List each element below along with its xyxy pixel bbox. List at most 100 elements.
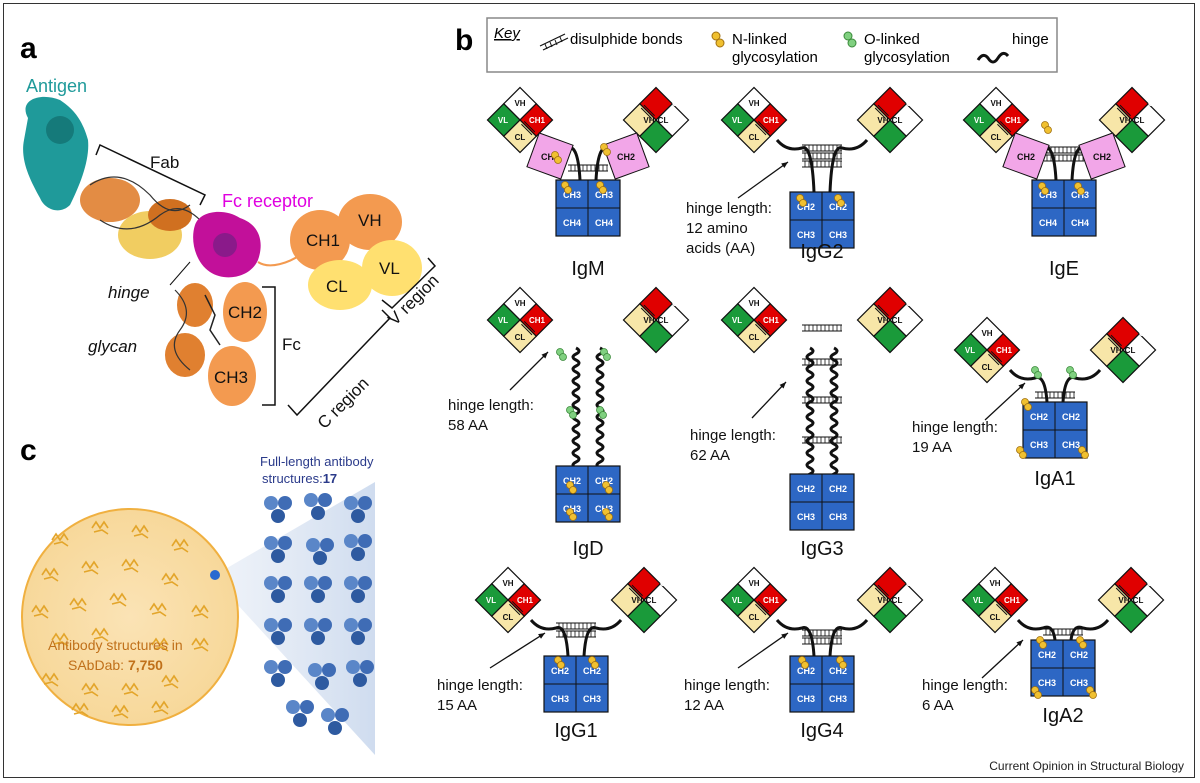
cl-domain	[490, 599, 526, 634]
fab-label: Fab	[150, 153, 179, 172]
domain-label: CH3	[797, 512, 815, 522]
hinge-length-label: hinge length:	[686, 200, 772, 217]
antibody-structure-icon	[91, 627, 109, 642]
domain-label: VH	[1118, 596, 1129, 605]
antibody-structure-icon	[71, 702, 89, 717]
antibody-structure-icon	[161, 572, 179, 587]
domain-label: CH3	[829, 230, 847, 240]
domain-label: VH	[877, 596, 888, 605]
full-length-structure-icon	[264, 496, 292, 523]
igm-diagram: VHCH1VLCLVHCH1VLCLCH2CH2CH3CH3CH4CH4IgM	[486, 86, 690, 280]
disulphide-bond	[1107, 337, 1120, 349]
key-title: Key	[494, 25, 521, 42]
hinge-length-label: hinge length:	[448, 397, 534, 414]
sabdab-circle	[21, 508, 239, 726]
domain-label: VH	[981, 329, 992, 338]
schematic-fc: CH2 CH3	[208, 282, 267, 406]
fc-structure	[165, 283, 221, 377]
antibody-structure-icon	[151, 637, 169, 652]
domain-label: CH3	[1071, 190, 1089, 200]
hinge-length-label: 6 AA	[922, 697, 954, 714]
domain-label: CL	[646, 596, 657, 605]
domain-label: CH2	[551, 666, 569, 676]
hinge-length-label: 12 AA	[684, 697, 724, 714]
ch2-label-a: CH2	[228, 303, 262, 322]
cl-domain	[610, 582, 645, 618]
hinge-segment	[805, 346, 815, 482]
disulphide-key-icon	[539, 33, 569, 51]
full-length-count: 17	[323, 471, 337, 486]
domain-label: CH1	[660, 579, 677, 588]
sabdab-label-1: Antibody structures in	[48, 637, 183, 653]
key-hinge: hinge	[1012, 31, 1049, 48]
domain-label: VL	[1094, 363, 1104, 372]
antibody-structure-icon	[81, 560, 99, 575]
full-length-label-1: Full-length antibody	[260, 454, 374, 469]
domain-label: VH	[990, 99, 1001, 108]
igd-name: IgD	[572, 538, 603, 560]
domain-label: CL	[515, 333, 526, 342]
hinge-segment	[529, 618, 570, 657]
domain-label: CH2	[541, 152, 559, 162]
antibody-structure-icon	[91, 520, 109, 535]
domain-label: CH2	[797, 484, 815, 494]
pointer-arrow	[509, 351, 549, 391]
antibody-structure-icon	[69, 597, 87, 612]
domain-label: VL	[861, 613, 871, 622]
domain-label: VH	[631, 596, 642, 605]
antibody-structure-icon	[131, 524, 149, 539]
sabdab-label-2: SAbDab: 7,750	[68, 657, 163, 673]
disulphide-bond	[640, 107, 653, 119]
domain-label: CH3	[1038, 678, 1056, 688]
cl-domain	[502, 319, 538, 354]
o-glycan-key-icon	[843, 31, 857, 48]
domain-label: CH1	[906, 99, 923, 108]
full-length-label-2: structures:17	[262, 471, 337, 486]
domain-label: VL	[732, 116, 742, 125]
disulphide-bond	[1116, 107, 1129, 119]
full-length-structure-icon	[346, 660, 374, 687]
cl-domain	[969, 349, 1005, 384]
domain-label: CH1	[517, 596, 534, 605]
domain-label: VL	[861, 333, 871, 342]
c-region-bracket	[287, 309, 392, 417]
domain-label: CH3	[551, 694, 569, 704]
panel-letter-a: a	[20, 32, 37, 65]
fc-label: Fc	[282, 335, 301, 354]
pointer-arrow	[751, 381, 787, 419]
domain-label: CH1	[672, 99, 689, 108]
cl-domain	[856, 582, 891, 618]
cl-domain	[736, 119, 772, 154]
antibody-structure-icon	[51, 532, 69, 547]
domain-label: CH3	[829, 694, 847, 704]
antibody-structure-icon	[171, 538, 189, 553]
fab-structure	[80, 176, 201, 259]
hinge-length-label: hinge length:	[684, 677, 770, 694]
fc-receptor-label: Fc receptor	[222, 191, 313, 211]
igd-diagram: VHCH1VLCLVHCH1VLCLCH2CH2CH3CH3IgDhinge l…	[448, 286, 690, 560]
domain-label: CH3	[797, 694, 815, 704]
antibody-structure-icon	[41, 567, 59, 582]
cl-domain	[502, 119, 538, 154]
domain-label: CH1	[1147, 579, 1164, 588]
domain-label: VH	[1119, 116, 1130, 125]
disulphide-bond	[628, 587, 641, 599]
key-o-linked-2: glycosylation	[864, 49, 950, 66]
antigen-detail	[46, 116, 74, 144]
sabdab-count: 7,750	[128, 657, 163, 673]
domain-label: VH	[748, 99, 759, 108]
domain-label: CH2	[829, 202, 847, 212]
cl-domain	[736, 319, 772, 354]
hinge-key-icon	[976, 51, 1010, 64]
domain-label: CL	[749, 333, 760, 342]
hinge-segment	[829, 346, 839, 482]
hinge-length-label: hinge length:	[690, 427, 776, 444]
ch1-label: CH1	[306, 231, 340, 250]
antibody-structure-icon	[31, 604, 49, 619]
key-n-linked-2: glycosylation	[732, 49, 818, 66]
